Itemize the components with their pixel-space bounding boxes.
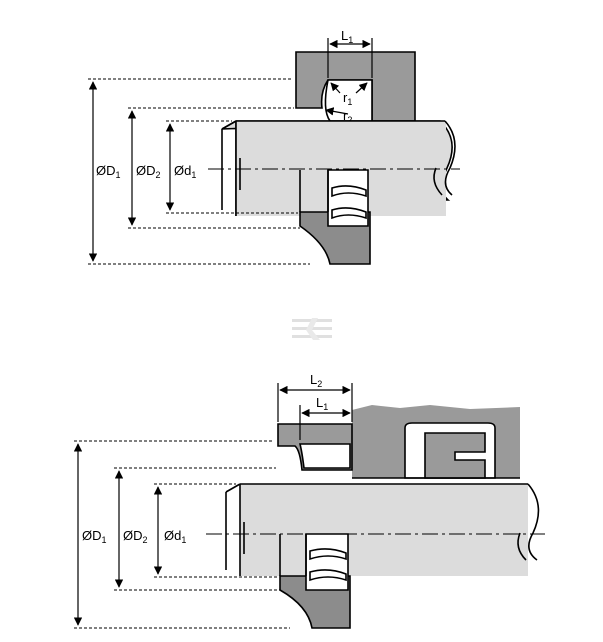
top-label-r2: r2 xyxy=(343,108,352,125)
bottom-label-d1: Ød1 xyxy=(164,528,186,545)
bottom-label-D1: ØD1 xyxy=(82,528,107,545)
top-label-D2: ØD2 xyxy=(136,163,161,180)
top-diagram: r1 r2 L1 xyxy=(88,28,460,265)
bottom-label-L2: L2 xyxy=(310,372,322,389)
bottom-label-D2: ØD2 xyxy=(123,528,148,545)
bottom-shaft xyxy=(240,484,528,576)
top-label-r1: r1 xyxy=(343,90,352,107)
watermark-logo xyxy=(292,318,332,340)
bottom-label-L1: L1 xyxy=(316,395,328,412)
top-label-D1: ØD1 xyxy=(96,163,121,180)
top-label-L1: L1 xyxy=(341,28,353,45)
top-label-d1: Ød1 xyxy=(174,163,196,180)
bottom-diagram: L2 L1 ØD1 xyxy=(73,372,545,629)
